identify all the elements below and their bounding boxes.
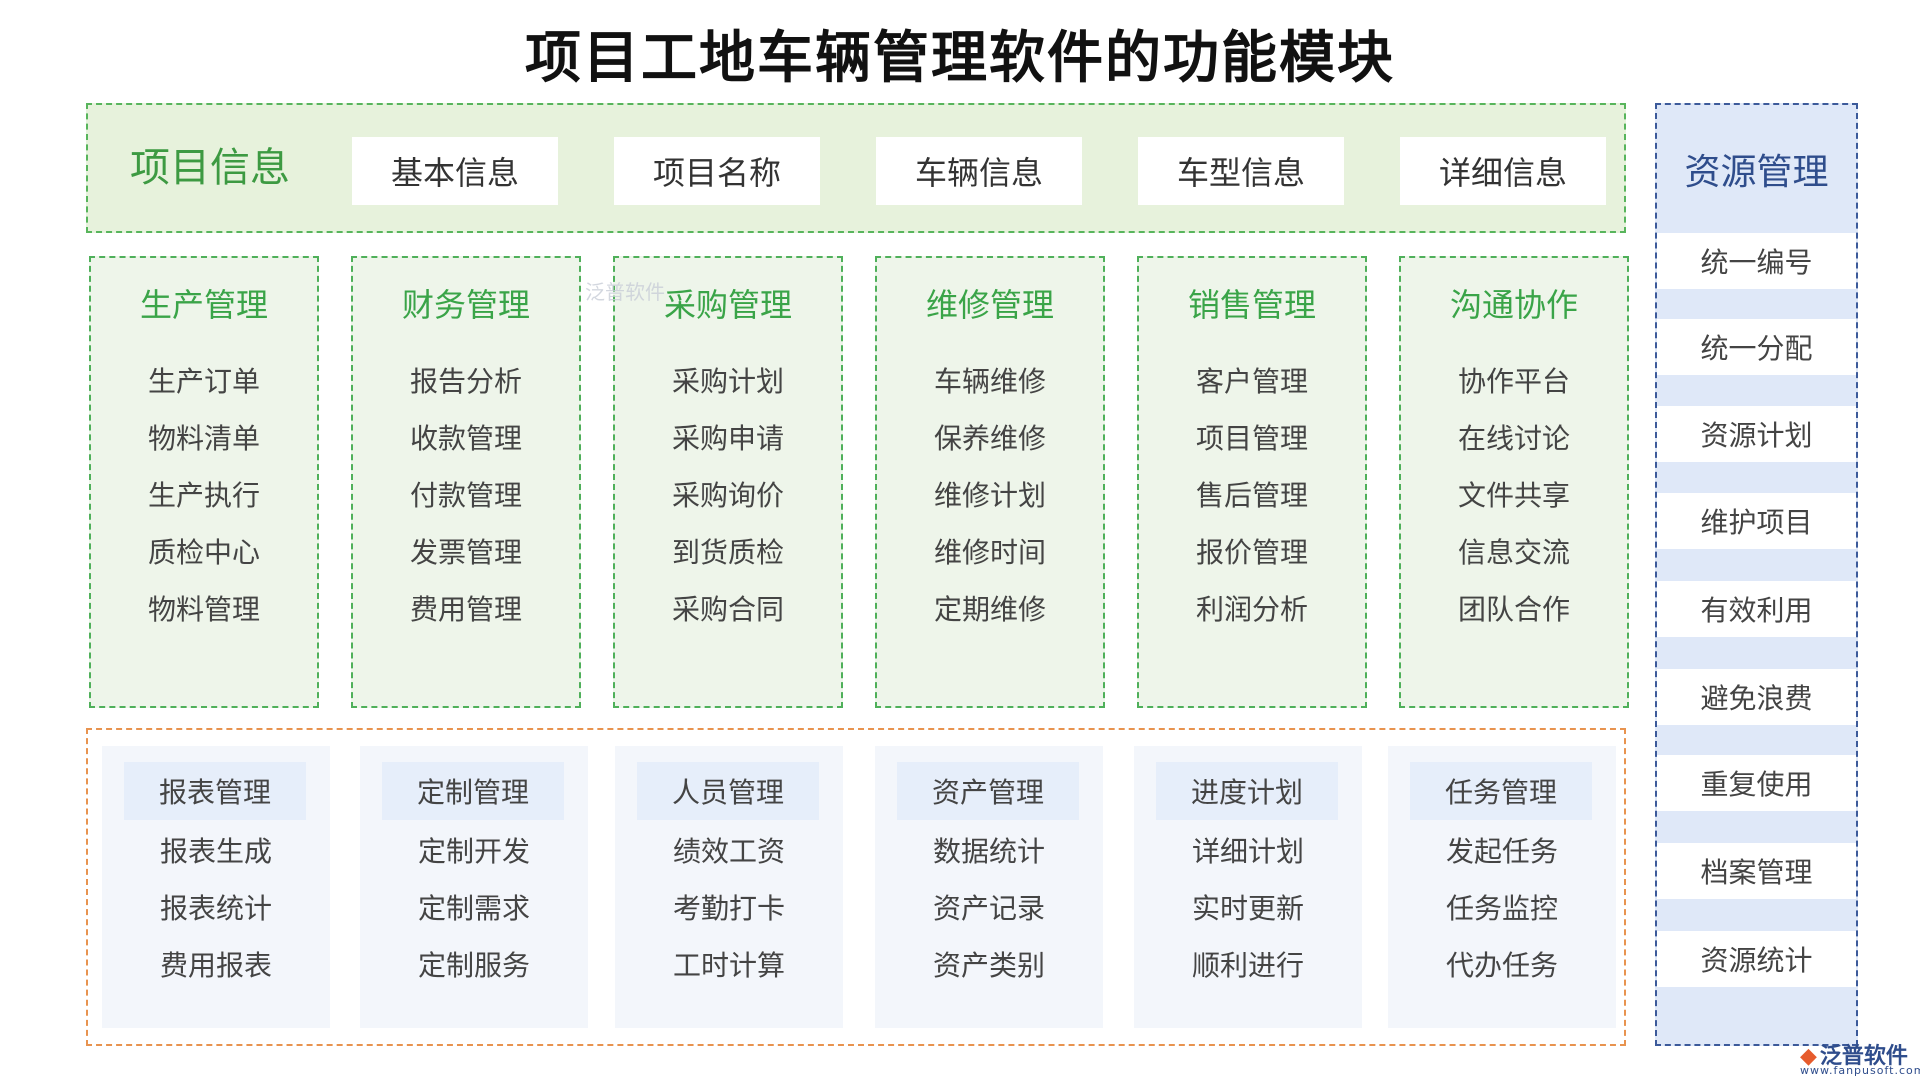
card-task: 任务管理 发起任务 任务监控 代办任务: [1388, 746, 1616, 1028]
resource-item: 维护项目: [1657, 493, 1856, 549]
module-item: 团队合作: [1457, 593, 1570, 626]
module-item: 采购合同: [671, 593, 784, 626]
brand-logo-text: 泛普软件: [1819, 1044, 1908, 1069]
module-item: 文件共享: [1457, 479, 1570, 512]
resource-item: 统一分配: [1657, 319, 1856, 375]
module-item: 报价管理: [1195, 536, 1308, 569]
module-maintenance: 维修管理 车辆维修 保养维修 维修计划 维修时间 定期维修: [875, 256, 1105, 708]
module-title: 采购管理: [663, 286, 792, 324]
module-sales: 销售管理 客户管理 项目管理 售后管理 报价管理 利润分析: [1137, 256, 1367, 708]
card-item: 资产记录: [932, 892, 1045, 925]
card-report: 报表管理 报表生成 报表统计 费用报表: [102, 746, 330, 1028]
card-personnel: 人员管理 绩效工资 考勤打卡 工时计算: [615, 746, 843, 1028]
card-item: 顺利进行: [1191, 949, 1304, 982]
card-item: 数据统计: [932, 835, 1045, 868]
card-item: 考勤打卡: [672, 892, 785, 925]
module-title: 沟通协作: [1449, 286, 1578, 324]
page-title: 项目工地车辆管理软件的功能模块: [525, 25, 1395, 91]
module-item: 保养维修: [933, 422, 1046, 455]
project-item-basic-info: 基本信息: [352, 137, 558, 205]
module-item: 售后管理: [1195, 479, 1308, 512]
card-item: 代办任务: [1445, 949, 1558, 982]
card-item: 资产类别: [932, 949, 1045, 982]
module-item: 报告分析: [409, 365, 522, 398]
resource-item: 重复使用: [1657, 755, 1856, 811]
card-asset: 资产管理 数据统计 资产记录 资产类别: [875, 746, 1103, 1028]
module-item: 收款管理: [409, 422, 522, 455]
card-item: 实时更新: [1191, 892, 1304, 925]
project-item-model-info: 车型信息: [1138, 137, 1344, 205]
card-item: 绩效工资: [672, 835, 785, 868]
card-item: 定制需求: [417, 892, 530, 925]
resource-management-column: 资源管理 统一编号 统一分配 资源计划 维护项目 有效利用 避免浪费 重复使用 …: [1655, 103, 1858, 1046]
module-item: 信息交流: [1457, 536, 1570, 569]
card-item: 费用报表: [159, 949, 272, 982]
module-communication: 沟通协作 协作平台 在线讨论 文件共享 信息交流 团队合作: [1399, 256, 1629, 708]
card-item: 任务监控: [1445, 892, 1558, 925]
module-title: 销售管理: [1187, 286, 1316, 324]
module-purchase: 采购管理 采购计划 采购申请 采购询价 到货质检 采购合同: [613, 256, 843, 708]
resource-item: 资源统计: [1657, 931, 1856, 987]
module-item: 项目管理: [1195, 422, 1308, 455]
project-info-band: 项目信息 基本信息 项目名称 车辆信息 车型信息 详细信息: [86, 103, 1626, 233]
resource-title: 资源管理: [1684, 152, 1829, 193]
module-item: 费用管理: [409, 593, 522, 626]
card-title: 报表管理: [124, 762, 306, 820]
module-item: 利润分析: [1195, 593, 1308, 626]
module-item: 生产订单: [147, 365, 260, 398]
module-title: 财务管理: [401, 286, 530, 324]
card-item: 报表统计: [159, 892, 272, 925]
module-item: 采购询价: [671, 479, 784, 512]
module-item: 物料管理: [147, 593, 260, 626]
module-item: 采购计划: [671, 365, 784, 398]
card-item: 发起任务: [1445, 835, 1558, 868]
module-finance: 财务管理 报告分析 收款管理 付款管理 发票管理 费用管理: [351, 256, 581, 708]
card-title: 人员管理: [637, 762, 819, 820]
card-item: 报表生成: [159, 835, 272, 868]
card-custom: 定制管理 定制开发 定制需求 定制服务: [360, 746, 588, 1028]
module-item: 质检中心: [147, 536, 260, 569]
card-title: 任务管理: [1410, 762, 1592, 820]
module-item: 生产执行: [147, 479, 260, 512]
watermark-text: 泛普软件: [585, 280, 665, 304]
module-item: 在线讨论: [1457, 422, 1570, 455]
module-item: 车辆维修: [933, 365, 1046, 398]
module-item: 定期维修: [933, 593, 1046, 626]
card-schedule: 进度计划 详细计划 实时更新 顺利进行: [1134, 746, 1362, 1028]
module-item: 采购申请: [671, 422, 784, 455]
module-item: 物料清单: [147, 422, 260, 455]
module-item: 发票管理: [409, 536, 522, 569]
card-item: 定制服务: [417, 949, 530, 982]
project-item-project-name: 项目名称: [614, 137, 820, 205]
brand-url: www.fanpusoft.com: [1800, 1064, 1920, 1077]
module-title: 生产管理: [139, 286, 268, 324]
module-title: 维修管理: [925, 286, 1054, 324]
resource-item: 避免浪费: [1657, 669, 1856, 725]
bottom-modules-band: 报表管理 报表生成 报表统计 费用报表 定制管理 定制开发 定制需求 定制服务 …: [86, 728, 1626, 1046]
card-item: 详细计划: [1191, 835, 1304, 868]
project-item-vehicle-info: 车辆信息: [876, 137, 1082, 205]
project-item-detail-info: 详细信息: [1400, 137, 1606, 205]
module-item: 付款管理: [409, 479, 522, 512]
card-title: 进度计划: [1156, 762, 1338, 820]
module-item: 到货质检: [671, 536, 784, 569]
resource-item: 有效利用: [1657, 581, 1856, 637]
module-production: 生产管理 生产订单 物料清单 生产执行 质检中心 物料管理: [89, 256, 319, 708]
card-item: 定制开发: [417, 835, 530, 868]
module-item: 维修计划: [933, 479, 1046, 512]
resource-item: 统一编号: [1657, 233, 1856, 289]
module-item: 维修时间: [933, 536, 1046, 569]
logo-icon: ◆: [1800, 1044, 1817, 1069]
module-item: 客户管理: [1195, 365, 1308, 398]
module-item: 协作平台: [1457, 365, 1570, 398]
brand-logo: ◆泛普软件: [1800, 1038, 1908, 1070]
resource-item: 资源计划: [1657, 406, 1856, 462]
card-item: 工时计算: [672, 949, 785, 982]
card-title: 资产管理: [897, 762, 1079, 820]
card-title: 定制管理: [382, 762, 564, 820]
resource-item: 档案管理: [1657, 843, 1856, 899]
project-info-label: 项目信息: [130, 145, 290, 191]
